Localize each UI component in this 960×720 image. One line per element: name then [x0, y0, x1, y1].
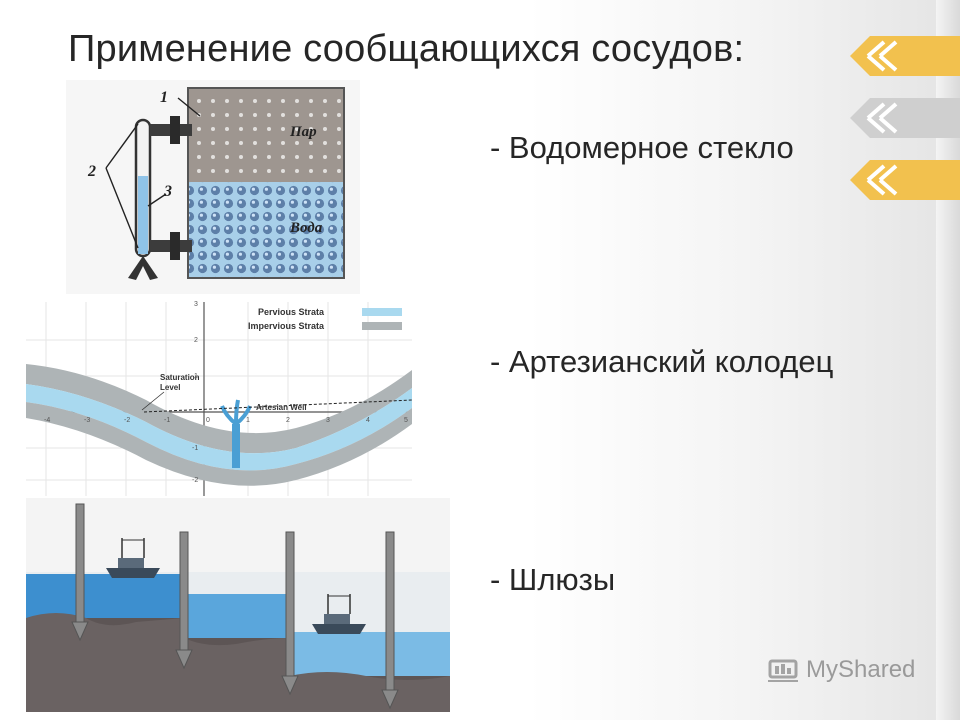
lock-gate-1 — [75, 503, 85, 625]
y-tick-labels: 3 2 1 -1 -2 — [192, 301, 198, 484]
x-tick: -3 — [84, 417, 90, 424]
legend-swatch-impervious — [362, 322, 402, 330]
watermark-logo-icon — [768, 659, 798, 682]
lock-gate-4 — [385, 531, 395, 693]
artesian-well-figure: Pervious Strata Impervious Strata Satura… — [26, 300, 412, 496]
y-tick: 2 — [194, 337, 198, 344]
legend-pervious: Pervious Strata — [258, 307, 325, 317]
x-tick: 1 — [246, 417, 250, 424]
chevron-decoration-2 — [850, 98, 960, 138]
x-tick: -1 — [164, 417, 170, 424]
watermark-text: MyShared — [806, 656, 916, 683]
bullet-artesian-well: - Артезианский колодец — [490, 344, 834, 379]
artesian-well-label: Artesian Well — [256, 403, 307, 412]
gauge-label-2: 2 — [87, 163, 96, 180]
x-tick: 5 — [404, 417, 408, 424]
chevron-decoration-1 — [850, 36, 960, 76]
x-tick: 4 — [366, 417, 370, 424]
water-label: Вода — [289, 220, 323, 236]
chevron-decoration-3 — [850, 160, 960, 200]
impervious-strata-upper — [26, 364, 412, 454]
ship-lower — [312, 594, 366, 634]
saturation-label-2: Level — [160, 383, 180, 392]
canal-locks-figure — [26, 498, 450, 712]
pervious-strata — [26, 384, 412, 471]
lock-gate-3 — [285, 531, 295, 679]
impervious-strata-lower — [26, 402, 412, 486]
x-tick: 0 — [206, 417, 210, 424]
y-tick: -2 — [192, 477, 198, 484]
x-tick: 3 — [326, 417, 330, 424]
gauge-label-3: 3 — [163, 183, 172, 200]
legend-impervious: Impervious Strata — [248, 321, 325, 331]
artesian-well-shaft — [232, 424, 240, 468]
x-tick: -4 — [44, 417, 50, 424]
upper-pool-water — [26, 574, 184, 618]
bullet-locks: - Шлюзы — [490, 562, 616, 597]
myshared-watermark: MyShared — [766, 656, 915, 684]
saturation-label-1: Saturation — [160, 373, 200, 382]
slide-title: Применение сообщающихся сосудов: — [68, 28, 745, 70]
y-tick: -1 — [192, 445, 198, 452]
y-tick: 3 — [194, 301, 198, 308]
legend-swatch-pervious — [362, 308, 402, 316]
ship-upper — [106, 538, 160, 578]
x-tick: -2 — [124, 417, 130, 424]
gauge-label-1: 1 — [160, 89, 168, 106]
x-tick: 2 — [286, 417, 290, 424]
water-gauge-figure: 2 1 3 Пар Вода — [66, 80, 360, 294]
y-tick: 1 — [194, 373, 198, 380]
drain-valve-handle — [128, 256, 158, 280]
x-tick-labels: -4 -3 -2 -1 0 1 2 3 4 5 — [44, 417, 408, 424]
middle-pool-water — [184, 594, 290, 638]
lower-pool-water — [290, 632, 450, 676]
bullet-water-gauge: - Водомерное стекло — [490, 130, 794, 165]
steam-label: Пар — [289, 124, 317, 140]
lock-gate-2 — [179, 531, 189, 653]
lock-gate-1-tip — [71, 621, 89, 642]
